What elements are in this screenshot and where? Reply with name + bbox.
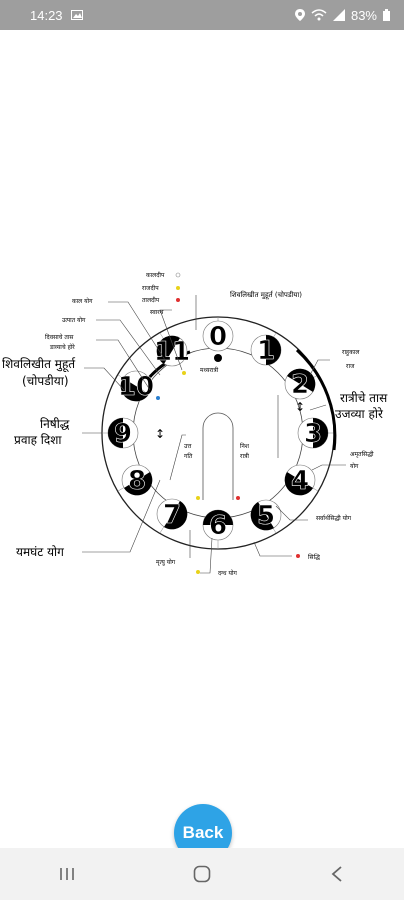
signal-icon bbox=[332, 9, 345, 21]
wheel-number-4: 4 bbox=[291, 466, 309, 496]
label-shivlikhit-left-2: (चोपडीया) bbox=[22, 374, 69, 388]
home-button[interactable] bbox=[172, 854, 232, 894]
label-madhyaratri: मध्यरात्री bbox=[200, 366, 219, 374]
label-nishidh-1: निषीद्ध bbox=[40, 417, 70, 431]
label-mrutyu: मृत्यु योग bbox=[156, 558, 176, 566]
wheel-number-11: 11 bbox=[154, 337, 190, 367]
location-icon bbox=[294, 9, 305, 21]
recent-apps-icon bbox=[60, 868, 75, 880]
arrow-right-symbol: ↕ bbox=[295, 400, 305, 414]
muhurt-wheel-diagram: 0 1 2 3 4 5 6 7 8 9 10 11 bbox=[2, 271, 388, 577]
content-area: 0 1 2 3 4 5 6 7 8 9 10 11 bbox=[0, 30, 404, 862]
label-kaal-yog: काल योग bbox=[72, 297, 93, 305]
label-dagdha: दग्ध योग bbox=[218, 569, 238, 577]
wheel-number-6: 6 bbox=[209, 511, 227, 541]
status-time: 14:23 bbox=[30, 7, 63, 23]
label-rahukal-1: राहुकाल bbox=[342, 349, 360, 356]
label-uttar-2: गति bbox=[184, 452, 193, 460]
right-arc bbox=[295, 348, 337, 451]
leader-lines bbox=[82, 295, 346, 574]
arrow-left-symbol: ↕ bbox=[155, 427, 165, 441]
system-nav-bar bbox=[0, 848, 404, 900]
wheel-number-2: 2 bbox=[291, 370, 309, 400]
yellow-marker-dot bbox=[182, 371, 186, 375]
label-yamghant: यमघंट योग bbox=[16, 545, 64, 559]
label-divsache-tas: दिवसाचे तास bbox=[45, 333, 74, 341]
wifi-icon bbox=[311, 9, 327, 21]
gallery-icon bbox=[70, 10, 83, 20]
label-uttar-1: उत्त bbox=[184, 443, 192, 450]
label-siddhi: सिद्धि bbox=[308, 553, 320, 561]
label-rahukal-2: राज bbox=[346, 363, 355, 370]
wheel-number-10: 10 bbox=[118, 372, 154, 402]
status-bar: 14:23 83% bbox=[0, 0, 404, 30]
label-amrut-2: योग bbox=[350, 462, 359, 470]
legend-dot-1 bbox=[175, 272, 181, 278]
wheel-number-1: 1 bbox=[257, 336, 275, 366]
battery-percent: 83% bbox=[350, 7, 377, 23]
wheel-number-0: 0 bbox=[209, 322, 227, 352]
wheel-number-8: 8 bbox=[128, 466, 146, 496]
label-sarvarth: सर्वार्थसिद्धी योग bbox=[316, 514, 352, 522]
label-amrut-1: अमृतसिद्धी bbox=[350, 450, 374, 458]
midnight-dot bbox=[214, 354, 222, 362]
label-swarath: स्वारथ bbox=[150, 309, 164, 316]
back-nav-button[interactable] bbox=[307, 854, 367, 894]
legend-dot-2 bbox=[176, 286, 180, 290]
red-marker-dot bbox=[236, 496, 240, 500]
recent-apps-button[interactable] bbox=[37, 854, 97, 894]
label-ratriche-2: उजव्या होरे bbox=[335, 407, 384, 421]
blue-marker-dot bbox=[156, 396, 160, 400]
yellow-marker-dot-2 bbox=[196, 496, 200, 500]
legend-dot-3 bbox=[176, 298, 180, 302]
number-circles bbox=[107, 320, 329, 541]
label-nishidh-2: प्रवाह दिशा bbox=[14, 433, 62, 447]
label-rajdeep: राजदीप bbox=[142, 284, 159, 292]
yellow-marker-dot-3 bbox=[196, 570, 200, 574]
label-nishya-2: रात्री bbox=[240, 452, 249, 460]
wheel-number-3: 3 bbox=[304, 419, 322, 449]
label-nishya-1: निश bbox=[240, 442, 250, 450]
battery-icon bbox=[383, 9, 390, 21]
wheel-number-9: 9 bbox=[114, 419, 132, 449]
label-ratriche-1: रात्रीचे तास bbox=[340, 391, 388, 405]
label-taldeep: तालदीप bbox=[142, 296, 160, 304]
label-shivlikhit-top: शिवलिखीत मुहूर्त (चोपडीया) bbox=[230, 290, 302, 300]
label-divsache-tas-2: डाव्याचे होरे bbox=[49, 343, 75, 351]
wheel-number-5: 5 bbox=[257, 501, 275, 531]
wheel-number-7: 7 bbox=[163, 500, 181, 530]
label-shivlikhit-left-1: शिवलिखीत मुहूर्त bbox=[2, 357, 76, 373]
back-nav-icon bbox=[331, 866, 342, 882]
label-kaldeep: कालदीप bbox=[146, 271, 165, 279]
red-marker-dot-3 bbox=[296, 554, 300, 558]
home-icon bbox=[193, 865, 211, 883]
central-capsule bbox=[202, 412, 234, 500]
label-utpat-yog: उत्पात योग bbox=[62, 316, 86, 324]
